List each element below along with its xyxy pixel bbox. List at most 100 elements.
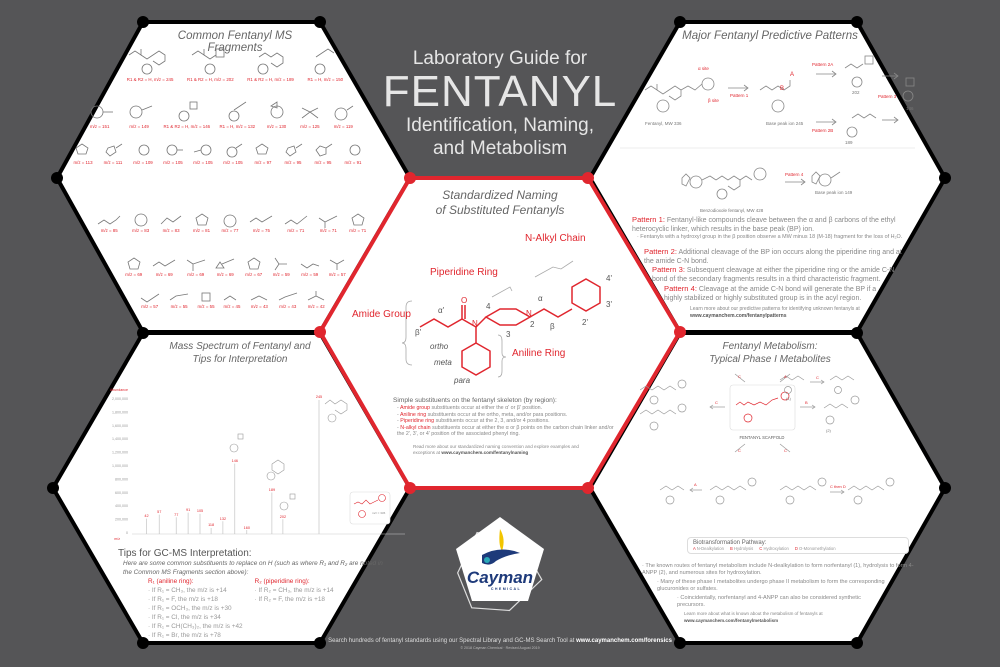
svg-text:2,000,000: 2,000,000 bbox=[112, 397, 128, 401]
svg-text:189: 189 bbox=[845, 140, 853, 145]
fish-icon bbox=[482, 549, 520, 565]
svg-text:Benzodioxole fentanyl, MW 428: Benzodioxole fentanyl, MW 428 bbox=[700, 208, 764, 213]
svg-text:N: N bbox=[526, 309, 532, 318]
svg-text:0: 0 bbox=[126, 531, 128, 535]
svg-text:146: 146 bbox=[906, 106, 914, 111]
fragment-row-2: m/z = 151 m/z = 149 R1 & R2 = H, m/z = 1… bbox=[80, 100, 360, 129]
svg-text:C: C bbox=[816, 375, 819, 380]
naming-description: Simple substituents on the fentanyl skel… bbox=[393, 396, 618, 457]
svg-text:Pattern 1: Pattern 1 bbox=[730, 93, 749, 98]
parent-ion-inset bbox=[349, 491, 391, 525]
fragment-row-5: m/z = 69 m/z = 69 m/z = 69 m/z = 69 m/z … bbox=[120, 256, 350, 277]
fragment: R1 & R2 = H, m/z = 245 bbox=[127, 45, 173, 82]
svg-text:B: B bbox=[805, 400, 808, 405]
svg-text:Pattern 2B: Pattern 2B bbox=[812, 128, 833, 133]
fragment-row-1: R1 & R2 = H, m/z = 245 R1 & R2 = H, m/z … bbox=[120, 45, 350, 82]
svg-text:4': 4' bbox=[606, 274, 612, 283]
svg-text:1,200,000: 1,200,000 bbox=[112, 451, 128, 455]
svg-text:α': α' bbox=[438, 306, 445, 315]
svg-text:1,400,000: 1,400,000 bbox=[112, 437, 128, 441]
svg-text:C then D: C then D bbox=[830, 484, 846, 489]
pattern-2-text: Pattern 2: Additional cleavage of the BP… bbox=[644, 247, 902, 265]
svg-text:(1): (1) bbox=[786, 396, 792, 401]
naming-link[interactable]: www.caymanchem.com/fentanylnaming bbox=[441, 450, 529, 456]
flame-icon bbox=[499, 529, 504, 551]
svg-text:FENTANYL SCAFFOLD: FENTANYL SCAFFOLD bbox=[740, 435, 785, 440]
tips-intro: Here are some common substituents to rep… bbox=[123, 560, 383, 576]
svg-text:105: 105 bbox=[197, 509, 203, 513]
molecule-icon bbox=[257, 52, 283, 75]
svg-text:β site: β site bbox=[708, 98, 719, 103]
predictive-patterns-scheme: α site β site Pattern 1 Pattern 2A Patte… bbox=[644, 55, 915, 145]
svg-text:m/z = 336: m/z = 336 bbox=[372, 511, 386, 515]
svg-text:para: para bbox=[453, 376, 471, 385]
svg-text:146: 146 bbox=[232, 459, 238, 463]
gcms-tips: Tips for GC-MS Interpretation: Here are … bbox=[118, 548, 388, 640]
fragment-row-3: m/z = 113 m/z = 111 m/z = 109 m/z = 105 … bbox=[68, 140, 368, 165]
svg-text:77: 77 bbox=[174, 513, 178, 517]
naming-item-amide: - Amide group substituents occur at eith… bbox=[397, 405, 543, 411]
svg-text:CHEMICAL: CHEMICAL bbox=[491, 587, 521, 591]
svg-text:Pattern 3: Pattern 3 bbox=[878, 94, 897, 99]
svg-text:Base peak ion 149: Base peak ion 149 bbox=[815, 190, 853, 195]
svg-text:91: 91 bbox=[186, 508, 190, 512]
poster-title: Laboratory Guide for FENTANYL Identifica… bbox=[380, 48, 620, 160]
forensics-link[interactable]: www.caymanchem.com/forensics bbox=[576, 638, 672, 644]
patterns-learn-more: Learn more about our predictive patterns… bbox=[690, 306, 860, 319]
fentanyl-scaffold-box bbox=[729, 384, 796, 431]
fragment: R1 & R2 = H, m/z = 189 bbox=[247, 45, 294, 82]
svg-text:B: B bbox=[780, 86, 784, 92]
svg-text:α: α bbox=[538, 294, 543, 303]
metabolism-title: Fentanyl Metabolism: Typical Phase I Met… bbox=[709, 341, 831, 365]
fragment: R1 & R2 = H, m/z = 202 bbox=[187, 45, 234, 82]
svg-text:400,000: 400,000 bbox=[115, 504, 128, 508]
svg-text:N: N bbox=[472, 319, 478, 328]
title-line-2: FENTANYL bbox=[382, 67, 618, 116]
molecule-icon bbox=[314, 48, 335, 75]
spectrum-title: Mass Spectrum of Fentanyl and Tips for I… bbox=[169, 341, 311, 365]
svg-text:118: 118 bbox=[208, 523, 214, 527]
svg-text:Aniline Ring: Aniline Ring bbox=[512, 348, 565, 359]
svg-text:Amide Group: Amide Group bbox=[352, 309, 411, 320]
mass-spectrum-chart: Abundance 2,000,000 1,800,000 1,600,000 … bbox=[110, 388, 405, 540]
svg-text:C: C bbox=[738, 448, 741, 453]
svg-text:C: C bbox=[738, 374, 741, 379]
svg-text:Cayman: Cayman bbox=[467, 568, 533, 587]
tips-title: Tips for GC-MS Interpretation: bbox=[118, 548, 252, 559]
svg-text:O: O bbox=[461, 296, 467, 305]
svg-text:3: 3 bbox=[506, 330, 511, 339]
cayman-logo: Cayman CHEMICAL bbox=[456, 517, 544, 612]
svg-text:Base peak ion 245: Base peak ion 245 bbox=[766, 121, 804, 126]
svg-text:Pattern 4: Pattern 4 bbox=[785, 172, 804, 177]
metabolism-link[interactable]: www.caymanchem.com/fentanylmetabolism bbox=[684, 617, 779, 623]
naming-title: Standardized Naming of Substituted Fenta… bbox=[435, 188, 565, 217]
naming-item-n-alkyl: - N-alkyl chain substituents occur at ei… bbox=[397, 424, 614, 438]
molecule-icon bbox=[128, 49, 166, 75]
svg-text:4: 4 bbox=[486, 302, 491, 311]
r2-substituents: R₂ (piperidine ring): · If R₂ = CH₃, the… bbox=[254, 578, 334, 603]
svg-text:2': 2' bbox=[582, 318, 588, 327]
biotransformation-legend: Biotransformation Pathway: A N-Dealkylat… bbox=[687, 537, 909, 554]
fragments-title: Common Fentanyl MS Fragments bbox=[177, 30, 293, 54]
svg-text:202: 202 bbox=[852, 90, 860, 95]
svg-text:Abundance: Abundance bbox=[110, 388, 128, 392]
patterns-title: Major Fentanyl Predictive Patterns bbox=[682, 30, 858, 42]
svg-text:2: 2 bbox=[530, 320, 535, 329]
svg-text:189: 189 bbox=[269, 488, 275, 492]
svg-text:N-Alkyl Chain: N-Alkyl Chain bbox=[525, 233, 586, 244]
molecule-icon bbox=[192, 48, 225, 75]
svg-text:C: C bbox=[715, 400, 718, 405]
svg-text:1,000,000: 1,000,000 bbox=[112, 464, 128, 468]
title-line-4: and Metabolism bbox=[432, 138, 568, 159]
svg-text:Piperidine Ring: Piperidine Ring bbox=[430, 267, 498, 278]
copyright: © 2018 Cayman Chemical · Revised August … bbox=[460, 646, 540, 650]
naming-item-piperidine: - Piperidine ring substituents occur at … bbox=[397, 418, 550, 425]
svg-text:Fentanyl, MW 336: Fentanyl, MW 336 bbox=[645, 121, 682, 126]
fentanyl-skeleton-diagram: N-Alkyl Chain Piperidine Ring Amide Grou… bbox=[352, 233, 612, 385]
svg-text:A: A bbox=[784, 374, 787, 379]
svg-text:200,000: 200,000 bbox=[115, 518, 128, 522]
spectrum-peaks bbox=[146, 400, 320, 534]
svg-text:ortho: ortho bbox=[430, 342, 449, 351]
patterns-link[interactable]: www.caymanchem.com/fentanylpatterns bbox=[690, 312, 787, 319]
svg-text:meta: meta bbox=[434, 358, 452, 367]
